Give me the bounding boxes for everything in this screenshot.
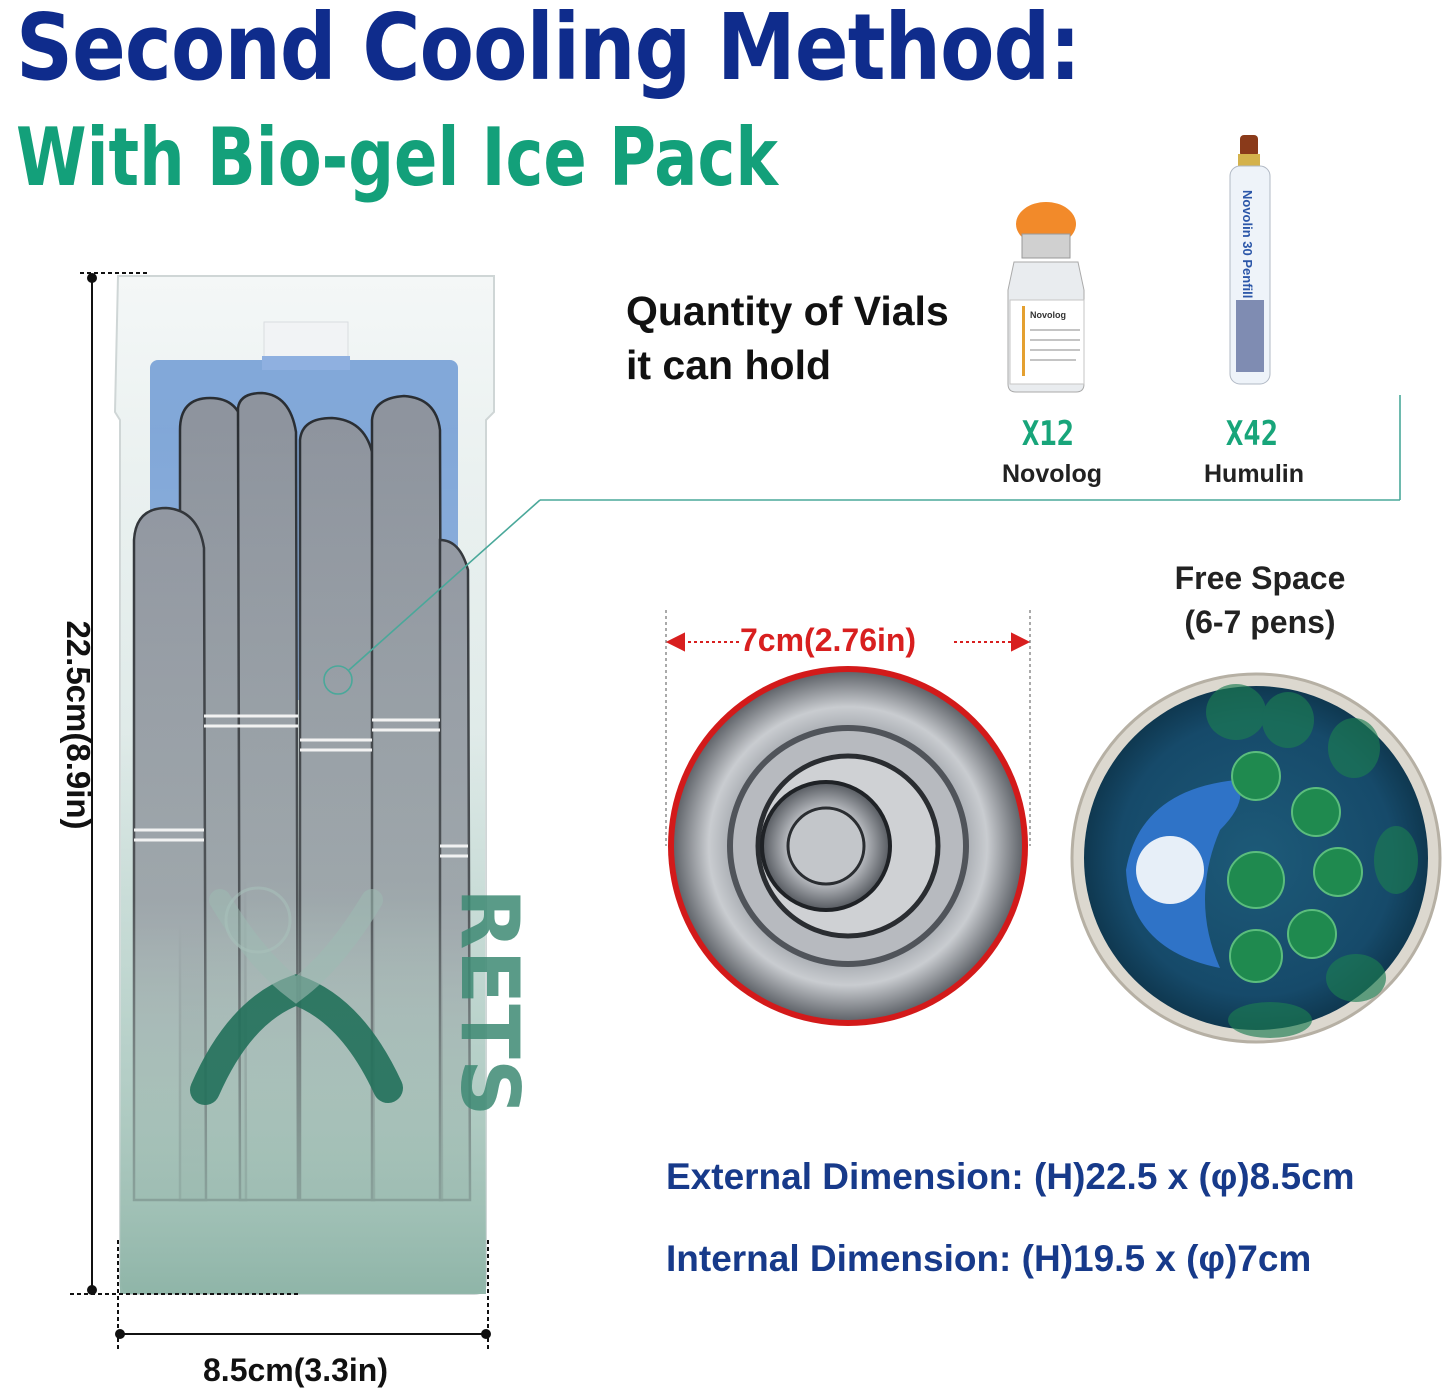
brand-watermark: RETS bbox=[443, 888, 536, 1116]
internal-dimension: Internal Dimension: (H)19.5 x (φ)7cm bbox=[666, 1238, 1312, 1279]
quantity-label-line1: Quantity of Vials bbox=[626, 288, 949, 334]
open-case-top-view bbox=[1070, 672, 1442, 1044]
height-label: 22.5cm(8.9in) bbox=[60, 620, 97, 830]
quantity-label: Quantity of Vials it can hold bbox=[626, 284, 1006, 392]
quantity-label-line2: it can hold bbox=[626, 342, 831, 388]
free-space-line1: Free Space bbox=[1174, 560, 1346, 596]
inner-diameter-label: 7cm(2.76in) bbox=[740, 622, 917, 658]
bottle-fade bbox=[120, 420, 486, 1294]
free-space-line2: (6-7 pens) bbox=[1184, 604, 1336, 640]
diameter-dimension bbox=[665, 610, 1031, 846]
novolog-name: Novolog bbox=[1002, 460, 1102, 488]
vial-brand: Novolog bbox=[1030, 310, 1066, 320]
brand-logo bbox=[190, 886, 403, 1105]
width-dimension bbox=[115, 1240, 491, 1350]
page-subtitle: With Bio-gel Ice Pack bbox=[16, 111, 778, 204]
width-label: 8.5cm(3.3in) bbox=[203, 1352, 388, 1388]
humulin-count: X42 bbox=[1225, 414, 1279, 454]
leader-line bbox=[323, 395, 1401, 695]
external-dimension: External Dimension: (H)22.5 x (φ)8.5cm bbox=[666, 1156, 1355, 1197]
page-title: Second Cooling Method: bbox=[16, 0, 1081, 101]
pen-brand: Novolin 30 Penfill bbox=[1240, 190, 1255, 298]
humulin-cartridge: Novolin 30 Penfill bbox=[1229, 135, 1271, 385]
height-dimension bbox=[70, 272, 300, 1295]
novolog-vial: Novolog bbox=[1007, 202, 1085, 393]
humulin-name: Humulin bbox=[1204, 460, 1304, 488]
lid-top-view bbox=[668, 666, 1028, 1026]
free-space-label: Free Space (6-7 pens) bbox=[1140, 556, 1380, 644]
novolog-count: X12 bbox=[1021, 414, 1075, 454]
